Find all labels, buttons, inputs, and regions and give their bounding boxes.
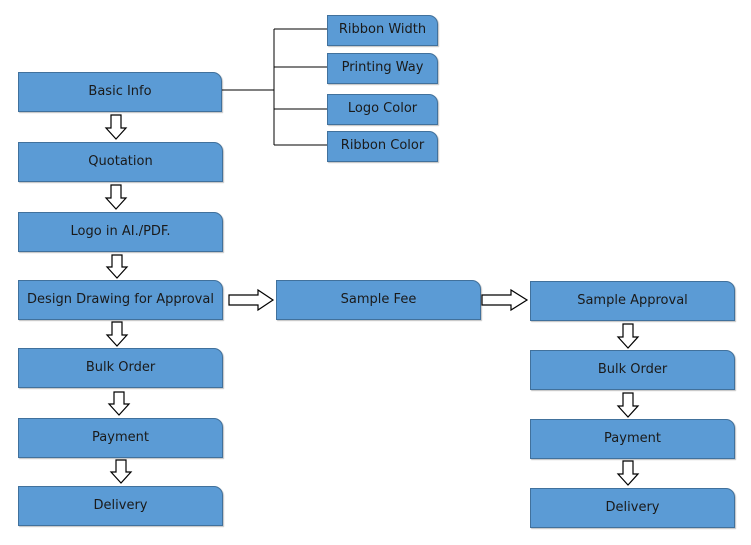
step-sample-bulk-order: Bulk Order	[530, 350, 735, 390]
arrow-down-icon	[616, 323, 640, 349]
step-sample-payment: Payment	[530, 419, 735, 459]
arrow-right-icon	[481, 288, 529, 312]
arrow-right-icon	[228, 288, 275, 312]
basic-info-bracket	[222, 28, 327, 146]
step-payment: Payment	[18, 418, 223, 458]
step-basic-info: Basic Info	[18, 72, 222, 112]
step-sample-approval: Sample Approval	[530, 281, 735, 321]
arrow-down-icon	[616, 392, 640, 418]
step-quotation: Quotation	[18, 142, 223, 182]
step-delivery: Delivery	[18, 486, 223, 526]
step-design-drawing: Design Drawing for Approval	[18, 280, 223, 320]
step-bulk-order: Bulk Order	[18, 348, 223, 388]
arrow-down-icon	[104, 184, 128, 210]
step-logo-file: Logo in AI./PDF.	[18, 212, 223, 252]
arrow-down-icon	[616, 460, 640, 486]
arrow-down-icon	[109, 459, 133, 484]
step-sample-delivery: Delivery	[530, 488, 735, 528]
arrow-down-icon	[105, 254, 129, 279]
arrow-down-icon	[104, 114, 128, 140]
detail-printing-way: Printing Way	[327, 53, 438, 84]
detail-ribbon-color: Ribbon Color	[327, 131, 438, 162]
detail-logo-color: Logo Color	[327, 94, 438, 125]
step-sample-fee: Sample Fee	[276, 280, 481, 320]
arrow-down-icon	[107, 391, 131, 416]
detail-ribbon-width: Ribbon Width	[327, 15, 438, 46]
arrow-down-icon	[105, 321, 129, 347]
